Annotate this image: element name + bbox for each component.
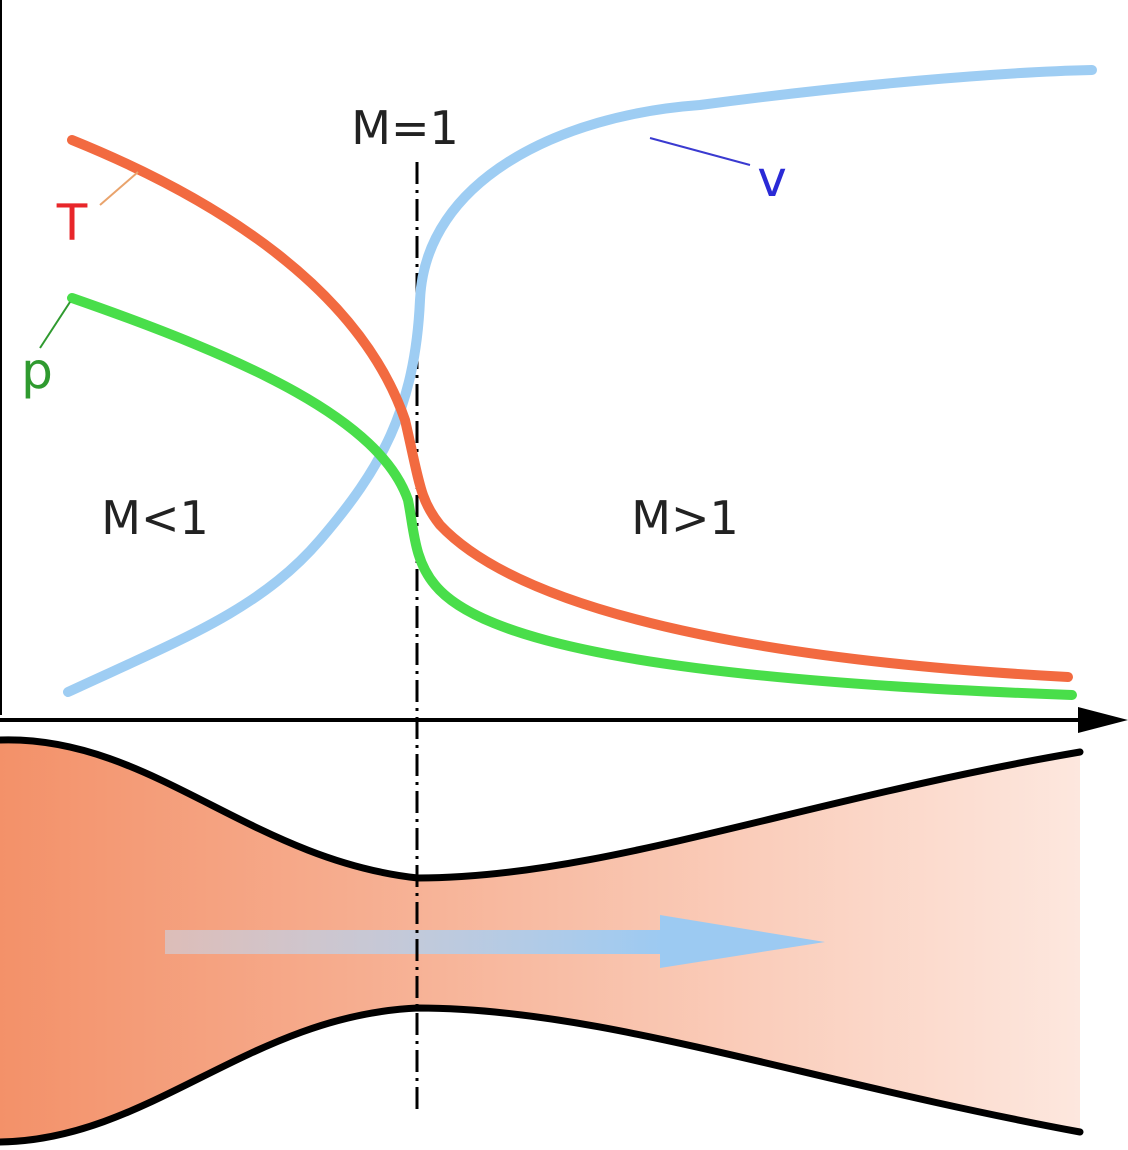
pressure-label: p	[21, 342, 53, 400]
x-axis-arrowhead	[1078, 707, 1128, 733]
supersonic-label: M>1	[631, 491, 739, 545]
nozzle-lower-wall	[0, 1004, 1084, 1146]
throat-label: M=1	[351, 101, 459, 155]
velocity-leader	[649, 137, 751, 166]
subsonic-label: M<1	[101, 491, 209, 545]
temperature-leader	[99, 171, 139, 206]
pressure-leader	[39, 301, 71, 349]
x-axis	[0, 707, 1128, 733]
flow-arrow	[165, 915, 825, 968]
velocity-label: v	[757, 150, 787, 208]
temperature-label: T	[56, 194, 88, 252]
pressure-curve	[67, 293, 1077, 700]
temperature-curve	[67, 135, 1073, 682]
nozzle-upper-wall	[0, 736, 1084, 882]
velocity-curve	[63, 65, 1097, 697]
